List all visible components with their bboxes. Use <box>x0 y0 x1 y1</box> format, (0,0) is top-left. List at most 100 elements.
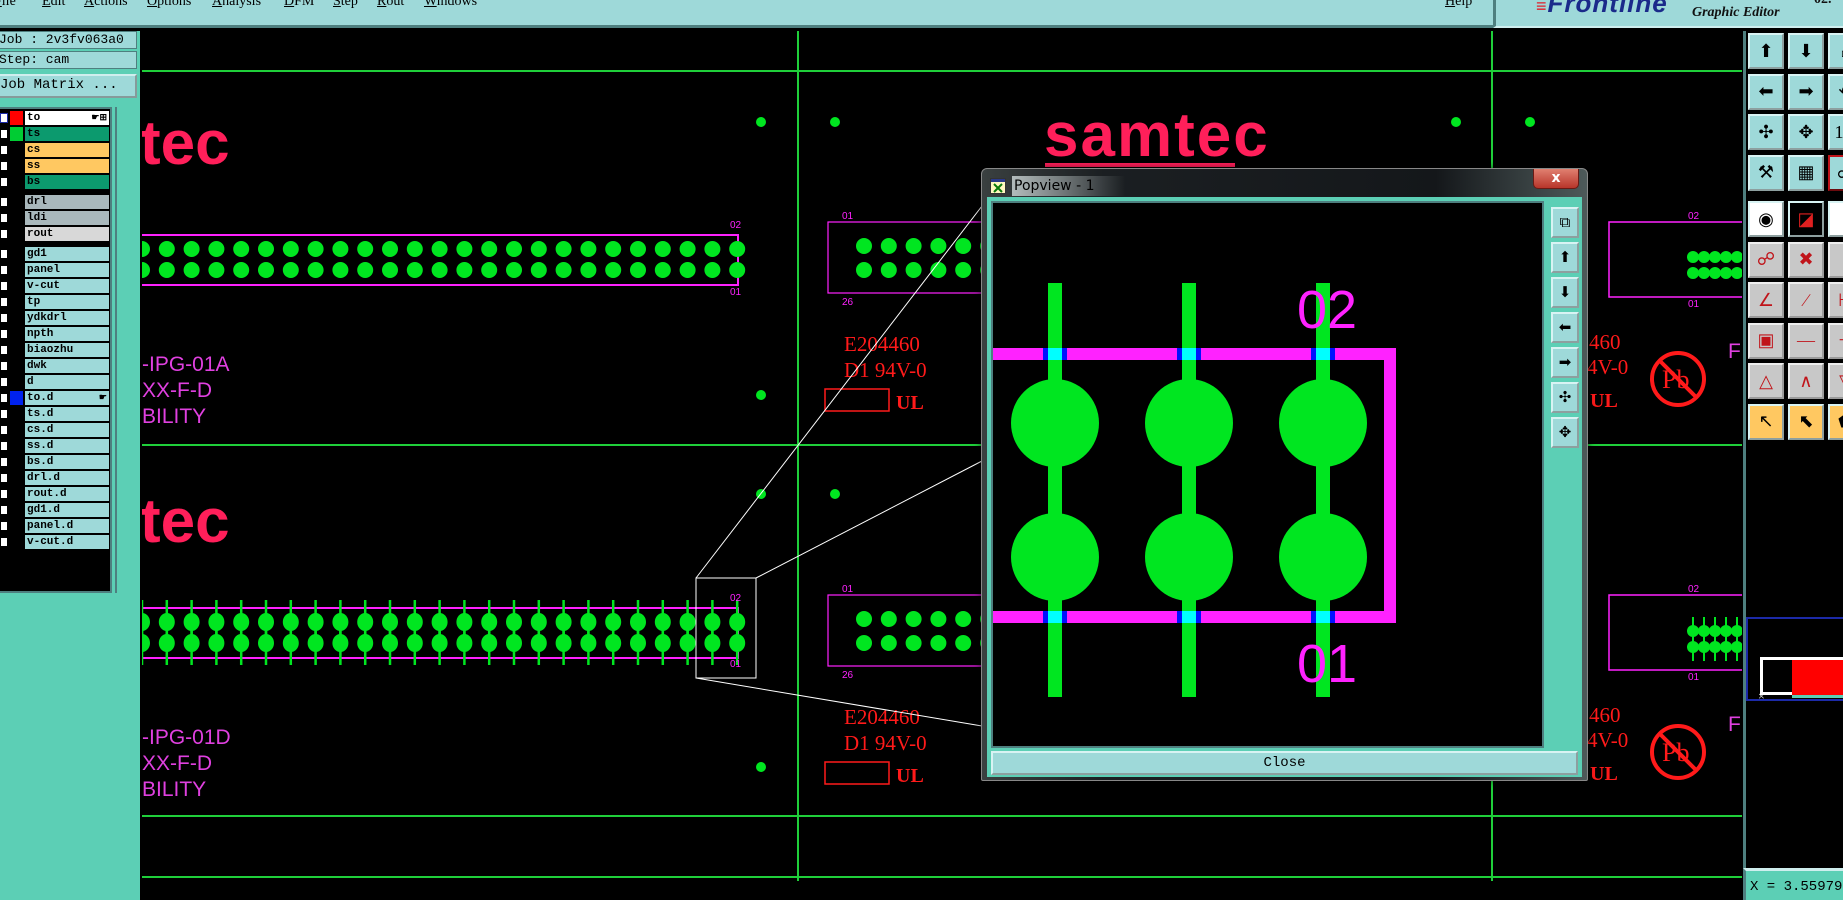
layer-name[interactable]: dwk <box>25 359 109 373</box>
layer-color-swatch[interactable] <box>10 327 23 341</box>
menu-windows[interactable]: Windows <box>424 0 478 9</box>
layer-color-swatch[interactable] <box>10 407 23 421</box>
pad-line-button[interactable]: ◦ <box>1828 241 1843 278</box>
layer-row-cs[interactable]: cs <box>0 143 110 157</box>
triangle-arc-button[interactable]: △ <box>1748 363 1784 399</box>
layer-name[interactable]: bs.d <box>25 455 109 469</box>
menu-analysis[interactable]: Analysis <box>212 0 262 9</box>
layer-color-swatch[interactable] <box>10 311 23 325</box>
layer-row-dwk[interactable]: dwk <box>0 359 110 373</box>
layer-name[interactable]: cs <box>25 143 109 157</box>
popview-zoom-in-button[interactable]: ✣ <box>1551 382 1579 413</box>
layer-row-v-cut[interactable]: v-cut <box>0 279 110 293</box>
layer-checkbox[interactable] <box>0 313 8 323</box>
layer-name[interactable]: panel.d <box>25 519 109 533</box>
home-button[interactable]: ⌂ <box>1828 33 1843 69</box>
undo-view-button[interactable]: ↶ <box>1828 73 1843 110</box>
layer-name[interactable]: npth <box>25 327 109 341</box>
layer-checkbox[interactable] <box>0 441 8 451</box>
layer-row-panel-d[interactable]: panel.d <box>0 519 110 533</box>
layer-color-swatch[interactable] <box>10 391 23 405</box>
vertical-measure-button[interactable]: ⊢ <box>1828 282 1843 318</box>
layer-row-gd1-d[interactable]: gd1.d <box>0 503 110 517</box>
layer-checkbox[interactable] <box>0 489 8 499</box>
pcb-view[interactable]: tec tec samtec 02 01 01 26 02 01 02 01 0… <box>142 31 1742 900</box>
layer-color-swatch[interactable] <box>10 487 23 501</box>
layer-name[interactable]: gd1.d <box>25 503 109 517</box>
layer-name[interactable]: rout <box>25 227 109 241</box>
layer-row-panel[interactable]: panel <box>0 263 110 277</box>
layer-checkbox[interactable] <box>0 329 8 339</box>
ruler-button[interactable]: ┃ <box>1828 201 1843 237</box>
layer-color-swatch[interactable] <box>10 159 23 173</box>
layer-list-scrollbar[interactable] <box>115 107 127 593</box>
settings-tools-button[interactable]: ⚒ <box>1748 154 1784 191</box>
layer-name[interactable]: rout.d <box>25 487 109 501</box>
layer-color-swatch[interactable] <box>10 439 23 453</box>
popview-pan-down-button[interactable]: ⬇ <box>1551 277 1579 308</box>
layer-color-swatch[interactable] <box>10 195 23 209</box>
menu-file[interactable]: File <box>0 0 16 9</box>
pan-right-button[interactable]: ➡ <box>1788 73 1824 110</box>
layer-checkbox[interactable] <box>0 249 8 259</box>
angle-line-button[interactable]: ∠ <box>1748 282 1784 318</box>
layer-checkbox[interactable] <box>0 377 8 387</box>
layer-row-bs-d[interactable]: bs.d <box>0 455 110 469</box>
slant-line-button[interactable]: ∕ <box>1788 282 1824 318</box>
layer-name[interactable]: ydkdrl <box>25 311 109 325</box>
menu-help[interactable]: Help <box>1445 0 1473 9</box>
layer-checkbox[interactable] <box>0 213 8 223</box>
layer-checkbox[interactable] <box>0 229 8 239</box>
layer-row-gd1[interactable]: gd1 <box>0 247 110 261</box>
layer-row-ss[interactable]: ss <box>0 159 110 173</box>
measure-pad-button[interactable]: ◉ <box>1748 201 1784 237</box>
layer-row-ss-d[interactable]: ss.d <box>0 439 110 453</box>
layer-name[interactable]: to☛⊞ <box>25 111 109 125</box>
layer-name[interactable]: d <box>25 375 109 389</box>
measure-area-button[interactable]: ◪ <box>1788 201 1824 237</box>
pan-down-button[interactable]: ⬇ <box>1788 33 1824 69</box>
select-box-button[interactable]: ⬉ <box>1788 403 1824 440</box>
layer-color-swatch[interactable] <box>10 143 23 157</box>
layer-color-swatch[interactable] <box>10 279 23 293</box>
grid-button[interactable]: ▦ <box>1788 154 1824 191</box>
layer-checkbox[interactable] <box>0 425 8 435</box>
layer-color-swatch[interactable] <box>10 263 23 277</box>
pan-left-button[interactable]: ⬅ <box>1748 73 1784 110</box>
menu-step[interactable]: Step <box>333 0 358 9</box>
layer-color-swatch[interactable] <box>10 175 23 189</box>
layer-name[interactable]: v-cut.d <box>25 535 109 549</box>
layer-row-npth[interactable]: npth <box>0 327 110 341</box>
connect-net-button[interactable]: ☍ <box>1748 241 1784 278</box>
line-segment-button[interactable]: — <box>1788 322 1824 359</box>
layer-checkbox[interactable] <box>0 409 8 419</box>
layer-row-ts[interactable]: ts <box>0 127 110 141</box>
layer-row-biaozhu[interactable]: biaozhu <box>0 343 110 357</box>
select-poly-button[interactable]: ⬟ <box>1828 403 1843 440</box>
menu-options[interactable]: Options <box>147 0 192 9</box>
layer-row-ts-d[interactable]: ts.d <box>0 407 110 421</box>
layer-checkbox[interactable] <box>0 345 8 355</box>
layer-name[interactable]: drl <box>25 195 109 209</box>
popview-close-button[interactable]: Close <box>991 751 1578 775</box>
layer-checkbox[interactable] <box>0 393 8 403</box>
popview-canvas[interactable]: 02 01 <box>991 201 1544 748</box>
layer-name[interactable]: tp <box>25 295 109 309</box>
layer-checkbox[interactable] <box>0 457 8 467</box>
double-arc-button[interactable]: ∧ <box>1788 363 1824 399</box>
layer-checkbox[interactable] <box>0 177 8 187</box>
layer-checkbox[interactable] <box>0 505 8 515</box>
layer-name[interactable]: ss <box>25 159 109 173</box>
layer-row-bs[interactable]: bs <box>0 175 110 189</box>
popview-pan-left-button[interactable]: ⬅ <box>1551 312 1579 343</box>
layer-color-swatch[interactable] <box>10 295 23 309</box>
pan-up-button[interactable]: ⬆ <box>1748 33 1784 69</box>
menu-rout[interactable]: Rout <box>377 0 405 9</box>
layer-row-v-cut-d[interactable]: v-cut.d <box>0 535 110 549</box>
layer-row-rout-d[interactable]: rout.d <box>0 487 110 501</box>
layer-name[interactable]: v-cut <box>25 279 109 293</box>
layer-row-drl-d[interactable]: drl.d <box>0 471 110 485</box>
layer-row-ydkdrl[interactable]: ydkdrl <box>0 311 110 325</box>
layer-name[interactable]: bs <box>25 175 109 189</box>
zoom-center-button[interactable]: ✥ <box>1788 114 1824 150</box>
